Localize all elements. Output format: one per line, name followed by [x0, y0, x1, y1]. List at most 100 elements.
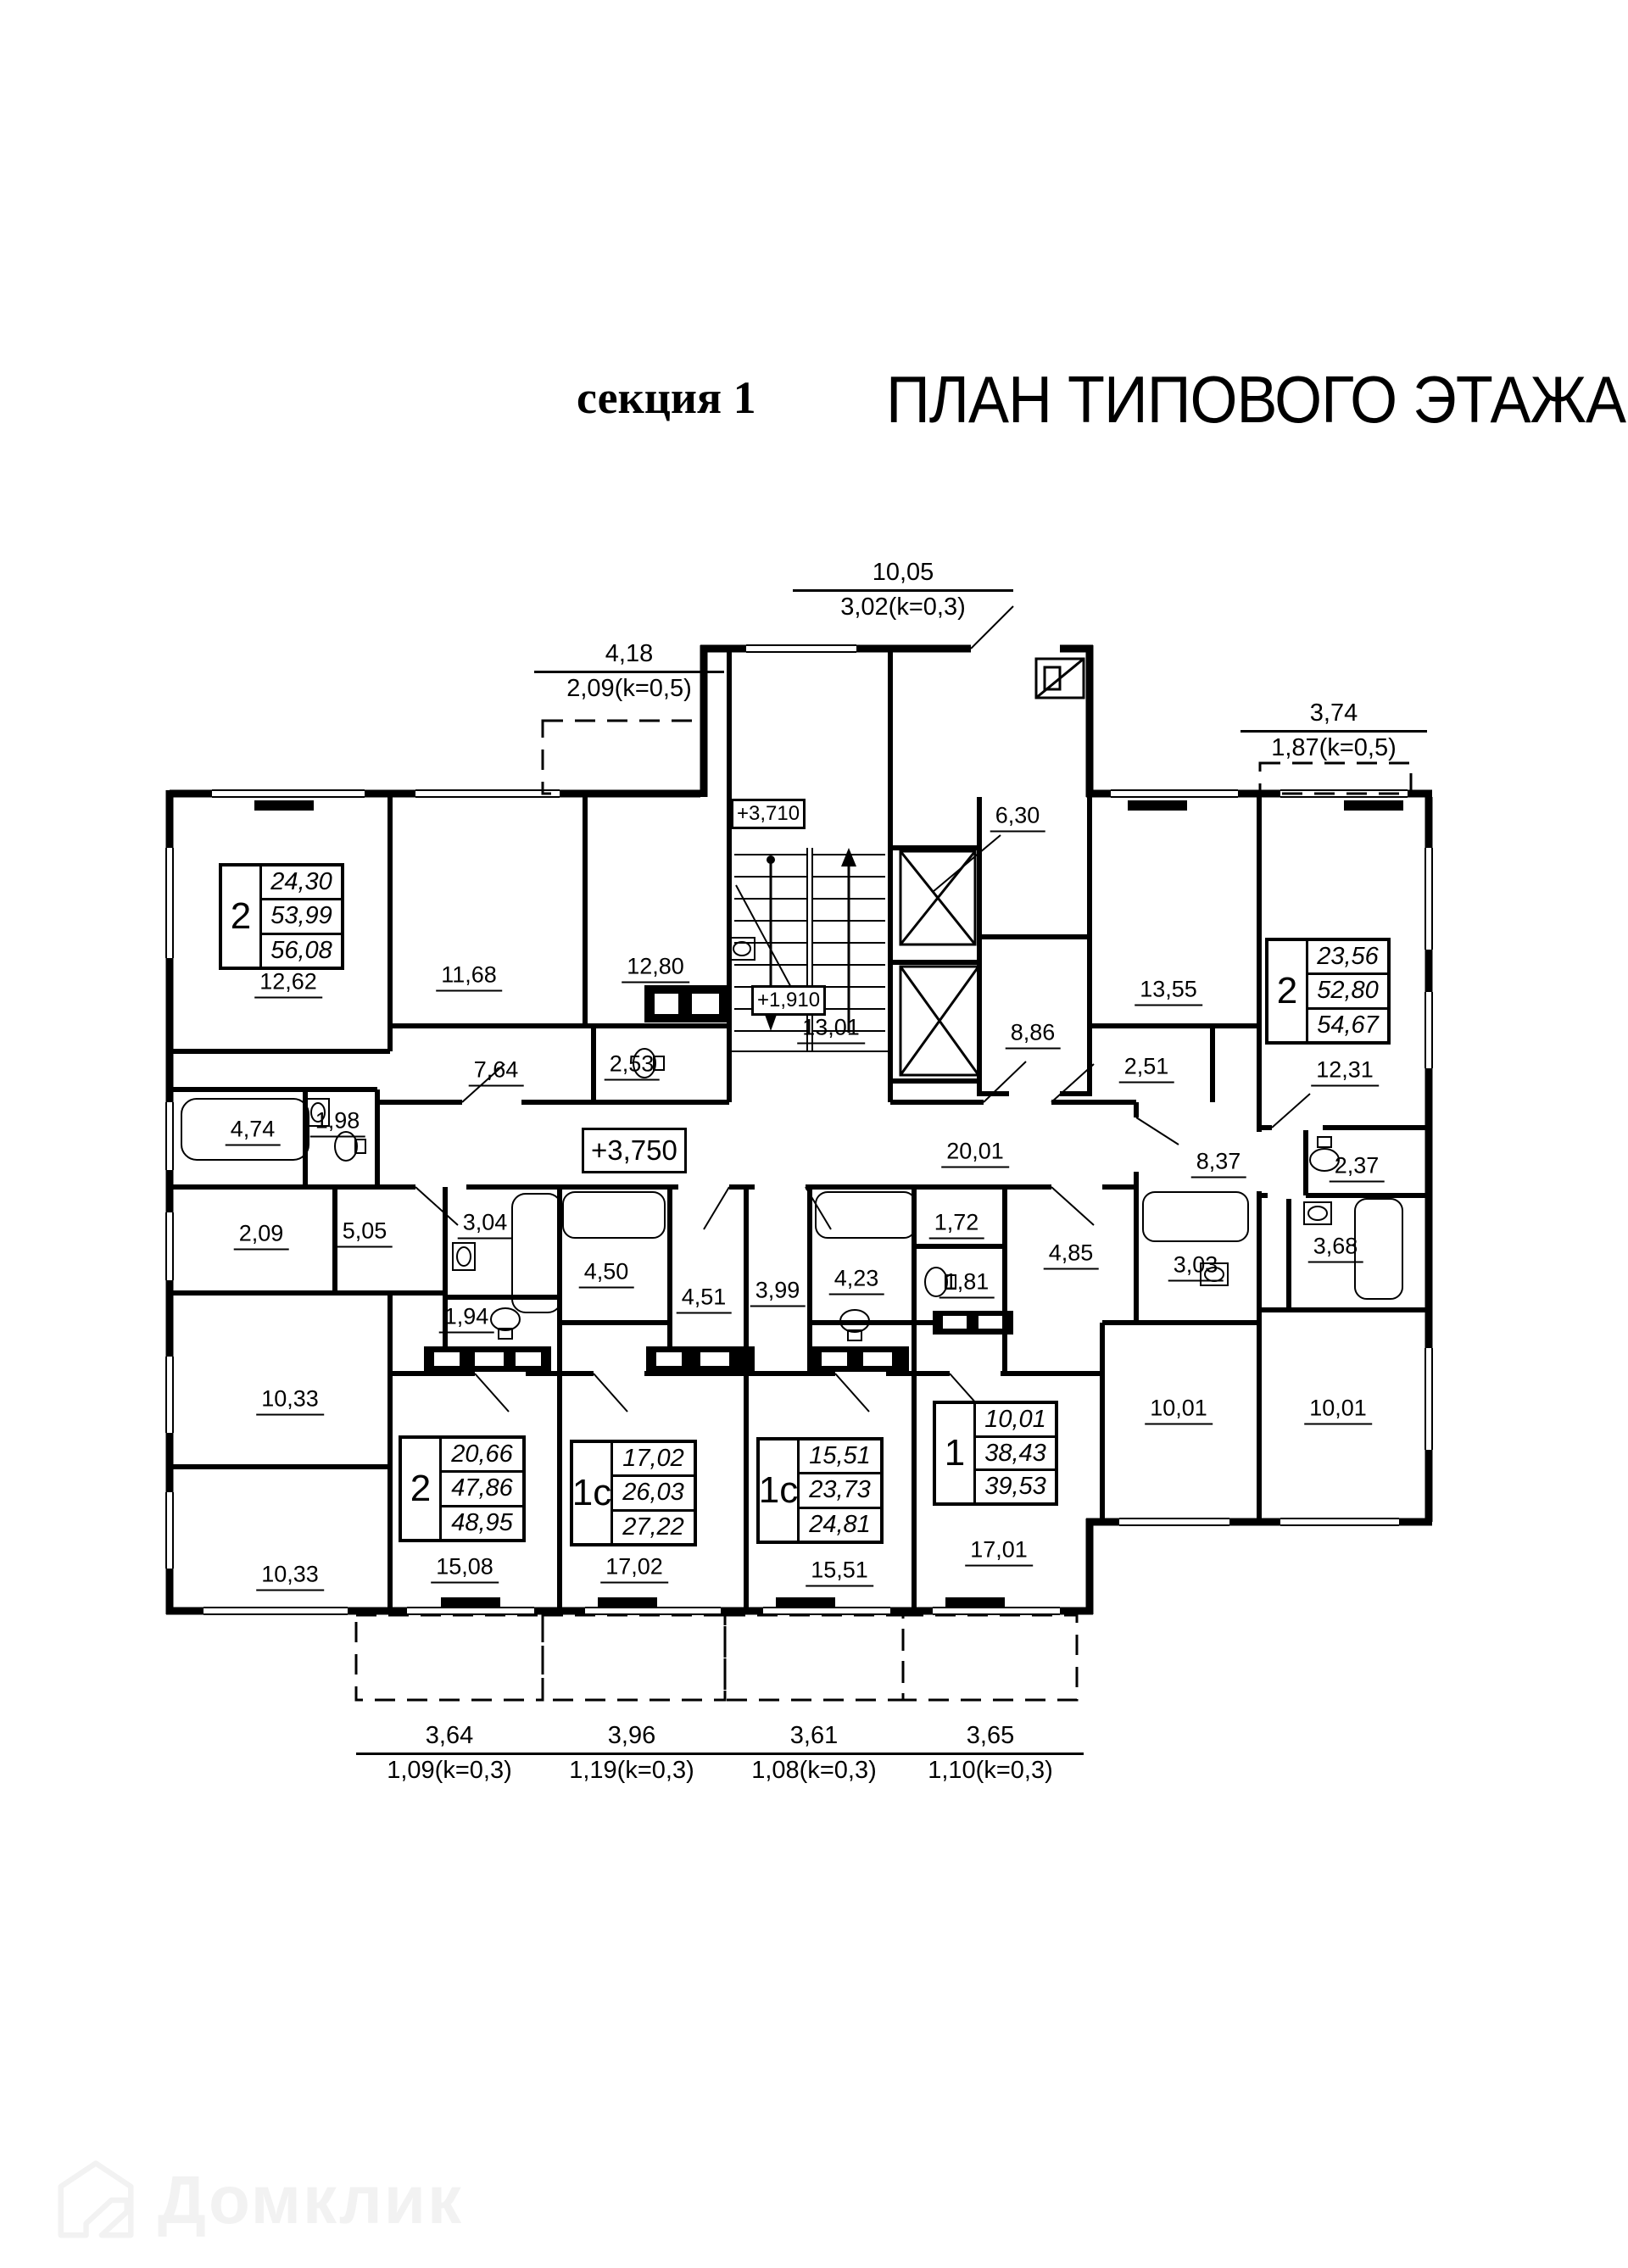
level-mark-corridor: +3,750 — [582, 1128, 687, 1174]
apartment-table-bottom-1: 2 20,66 47,86 48,95 — [399, 1435, 526, 1542]
section-title: секция 1 — [577, 372, 756, 423]
dimension-top-left: 4,18 2,09(k=0,5) — [534, 641, 724, 702]
room-label-10-01-left: 10,01 — [1145, 1395, 1213, 1425]
dimension-coef: 1,08(k=0,3) — [751, 1757, 877, 1785]
room-label-1-81: 1,81 — [939, 1268, 995, 1299]
apartment-area: 47,86 — [442, 1470, 522, 1504]
apartment-table-top-left: 2 24,30 53,99 56,08 — [219, 863, 344, 970]
dimension-bottom-4: 3,65 1,10(k=0,3) — [897, 1723, 1084, 1784]
dimension-length: 3,61 — [721, 1723, 907, 1756]
dimension-bottom-1: 3,64 1,09(k=0,3) — [356, 1723, 543, 1784]
dimension-length: 3,64 — [356, 1723, 543, 1756]
apartment-total-area: 48,95 — [442, 1504, 522, 1539]
level-mark-stair-lower: +1,910 — [751, 985, 827, 1017]
dimension-coef: 1,10(k=0,3) — [928, 1757, 1053, 1785]
dimension-length: 4,18 — [534, 641, 724, 674]
watermark: Домклик — [49, 2154, 463, 2247]
apartment-table-bottom-2: 1с 17,02 26,03 27,22 — [570, 1440, 697, 1546]
room-label-4-74: 4,74 — [225, 1116, 281, 1146]
room-label-11-68: 11,68 — [436, 961, 502, 992]
apartment-table-bottom-3: 1с 15,51 23,73 24,81 — [756, 1437, 884, 1544]
room-label-12-31: 12,31 — [1311, 1056, 1379, 1087]
apartment-type: 2 — [402, 1439, 442, 1539]
elevator-shafts — [899, 850, 980, 1077]
dimension-length: 3,96 — [538, 1723, 725, 1756]
room-label-3-68: 3,68 — [1307, 1233, 1363, 1263]
room-label-8-86: 8,86 — [1005, 1019, 1061, 1050]
bathtubs — [181, 1098, 1403, 1313]
room-label-12-80: 12,80 — [622, 953, 689, 984]
apartment-total-area: 24,81 — [800, 1506, 880, 1541]
room-label-12-62: 12,62 — [254, 968, 322, 999]
apartment-type: 1 — [936, 1404, 976, 1502]
interior-walls — [170, 649, 1429, 1611]
dimension-top-right: 3,74 1,87(k=0,5) — [1241, 700, 1427, 761]
room-label-1-98: 1,98 — [309, 1107, 365, 1138]
dimension-bottom-3: 3,61 1,08(k=0,3) — [721, 1723, 907, 1784]
room-label-6-30: 6,30 — [990, 802, 1045, 833]
room-label-1-72: 1,72 — [928, 1209, 984, 1240]
apartment-type: 1с — [572, 1443, 613, 1543]
dimension-length: 10,05 — [793, 560, 1013, 593]
apartment-table-bottom-4: 1 10,01 38,43 39,53 — [933, 1401, 1058, 1506]
balconies — [354, 719, 1413, 1702]
apartment-living-area: 15,51 — [809, 1442, 871, 1470]
room-label-17-02: 17,02 — [600, 1553, 668, 1584]
room-label-2-37: 2,37 — [1329, 1152, 1385, 1183]
room-label-4-50: 4,50 — [578, 1258, 634, 1289]
apartment-area: 52,80 — [1308, 972, 1387, 1006]
dimension-coef: 3,02(k=0,3) — [840, 593, 966, 621]
windows-vertical — [164, 848, 1435, 1569]
room-label-17-01: 17,01 — [965, 1536, 1033, 1567]
room-label-2-09: 2,09 — [233, 1220, 289, 1251]
apartment-type: 1с — [759, 1440, 800, 1541]
dimension-coef: 1,87(k=0,5) — [1271, 734, 1397, 762]
apartment-area: 26,03 — [613, 1474, 694, 1508]
room-label-4-23: 4,23 — [828, 1265, 884, 1296]
room-label-10-33-lower: 10,33 — [256, 1561, 324, 1591]
apartment-living-area: 23,56 — [1317, 943, 1379, 971]
apartment-living-area: 17,02 — [622, 1445, 684, 1473]
apartment-living-area: 24,30 — [270, 868, 332, 896]
apartment-living-area: 20,66 — [451, 1440, 513, 1468]
apartment-total-area: 54,67 — [1308, 1006, 1387, 1041]
leader-line — [932, 834, 1001, 893]
dimension-bottom-2: 3,96 1,19(k=0,3) — [538, 1723, 725, 1784]
apartment-area: 23,73 — [800, 1472, 880, 1506]
room-label-3-04: 3,04 — [457, 1209, 513, 1240]
dimension-coef: 1,09(k=0,3) — [387, 1757, 512, 1785]
apartment-table-top-right: 2 23,56 52,80 54,67 — [1265, 938, 1391, 1045]
apartment-total-area: 56,08 — [262, 932, 341, 967]
room-label-13-01: 13,01 — [797, 1014, 865, 1045]
room-label-7-64: 7,64 — [468, 1056, 524, 1087]
dimension-coef: 1,19(k=0,3) — [569, 1757, 694, 1785]
room-label-13-55: 13,55 — [1135, 976, 1202, 1006]
room-label-15-51: 15,51 — [806, 1557, 873, 1587]
room-label-10-33-upper: 10,33 — [256, 1385, 324, 1416]
room-label-1-94: 1,94 — [438, 1303, 494, 1334]
room-label-5-05: 5,05 — [337, 1218, 393, 1248]
toilets — [334, 1048, 1340, 1341]
room-label-4-85: 4,85 — [1043, 1240, 1099, 1270]
dimension-length: 3,74 — [1241, 700, 1427, 733]
stair-arrows — [764, 848, 856, 1031]
sinks — [306, 937, 1332, 1286]
apartment-living-area: 10,01 — [984, 1405, 1046, 1433]
apartment-total-area: 39,53 — [976, 1468, 1055, 1502]
room-label-3-03: 3,03 — [1168, 1251, 1224, 1282]
radiators — [254, 800, 1403, 1608]
room-label-2-51: 2,51 — [1118, 1053, 1174, 1084]
apartment-type: 2 — [222, 867, 262, 967]
apartment-type: 2 — [1268, 941, 1308, 1041]
level-mark-stair-upper: +3,710 — [731, 799, 806, 830]
apartment-area: 38,43 — [976, 1435, 1055, 1469]
apartment-total-area: 27,22 — [613, 1508, 694, 1543]
room-label-3-99: 3,99 — [750, 1277, 806, 1307]
room-label-15-08: 15,08 — [431, 1553, 499, 1584]
apartment-area: 53,99 — [262, 898, 341, 932]
room-label-8-37: 8,37 — [1190, 1148, 1246, 1179]
room-label-2-53: 2,53 — [604, 1050, 660, 1081]
room-label-20-01: 20,01 — [941, 1138, 1009, 1168]
